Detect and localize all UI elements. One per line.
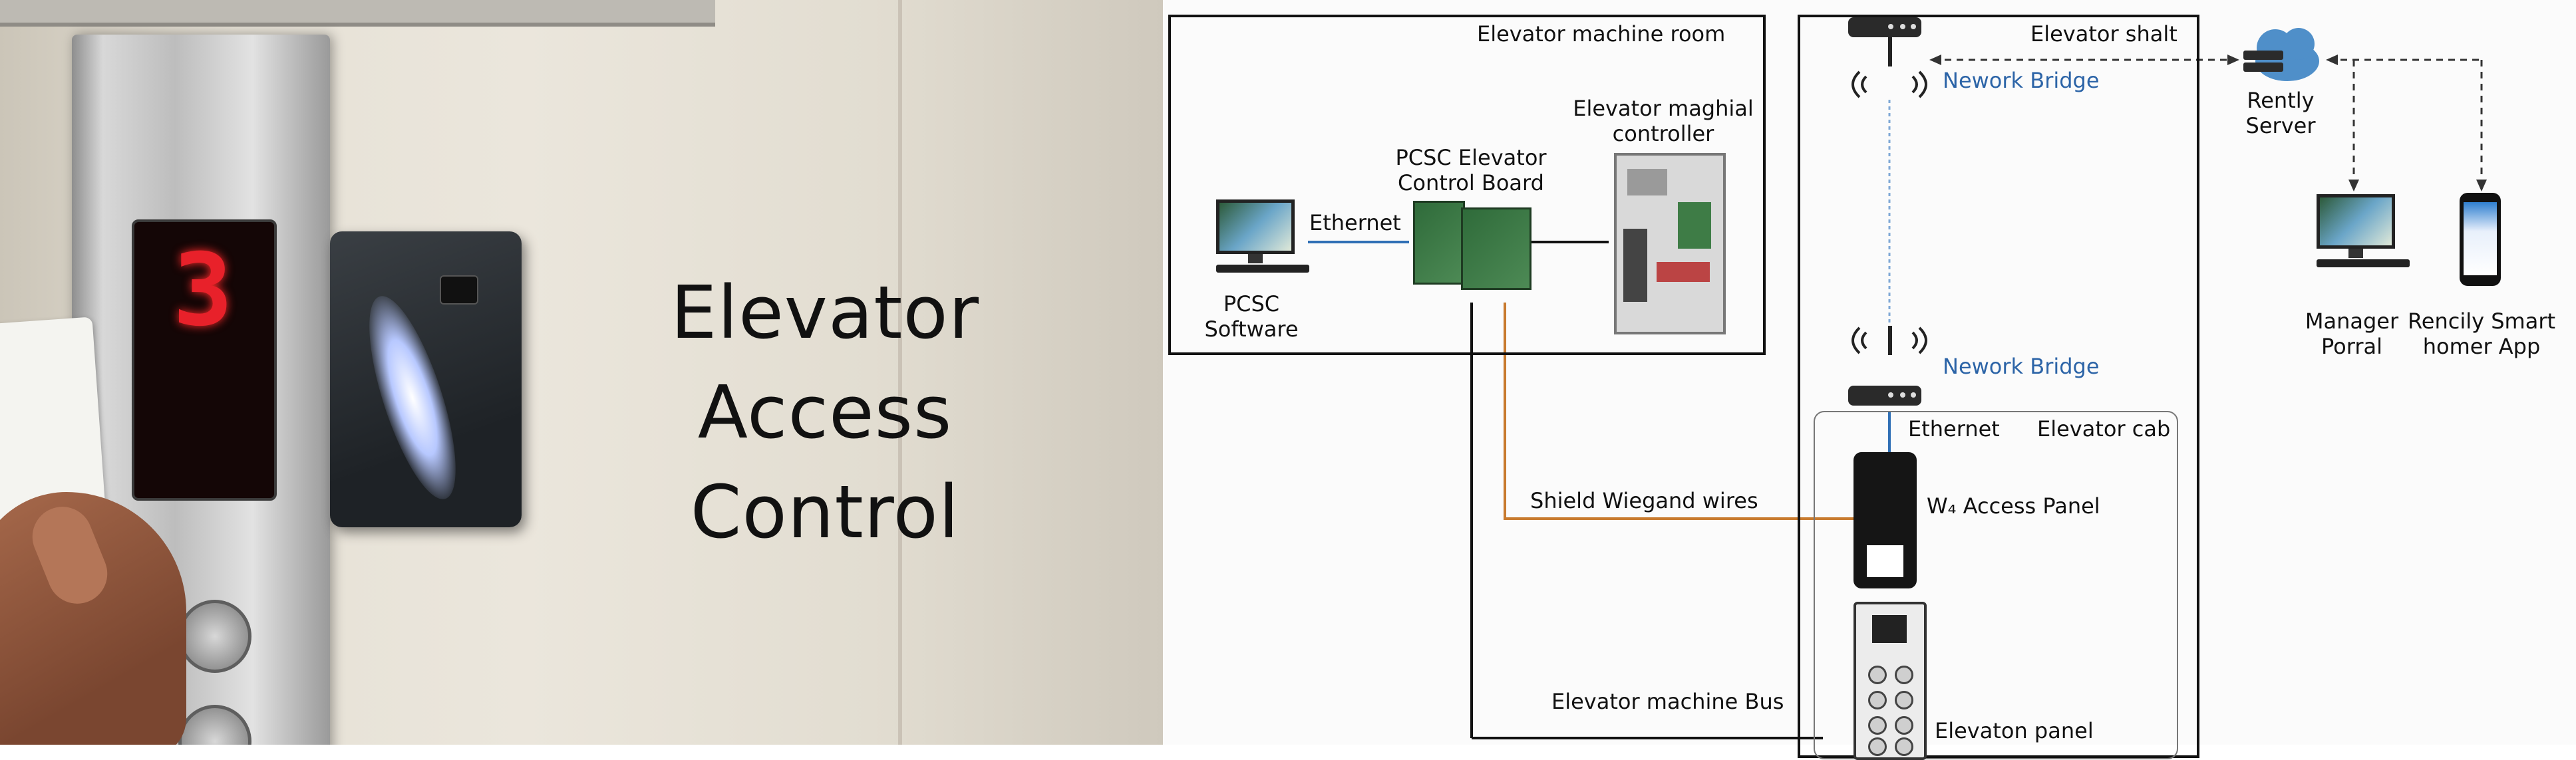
wall-corner [898, 0, 902, 745]
title-line-2: Access Control [690, 370, 960, 555]
arrow-left-bridge [1929, 55, 1941, 65]
machine-room-box [1168, 15, 1766, 355]
machine-room-label: Elevator machine room [1477, 21, 1726, 47]
ethernet-cab-label: Ethernet [1908, 416, 2000, 442]
elevator-panel-icon [1853, 602, 1927, 760]
wiegand-line [1504, 303, 1855, 520]
card-reader [330, 231, 522, 527]
arrow-down-app [2476, 180, 2487, 191]
wiegand-label: Shield Wiegand wires [1530, 488, 1758, 513]
arrow-right-server [2227, 55, 2239, 65]
manager-monitor-icon [2317, 194, 2410, 267]
circuit-board-icon-secondary [1461, 207, 1531, 290]
wall-shelf [0, 0, 715, 27]
elevator-photo: 3 Elevator Access Control [0, 0, 1163, 745]
arrow-left-server [2326, 55, 2338, 65]
network-bridge-icon-bottom [1848, 386, 1921, 406]
title-line-1: Elevator [671, 270, 979, 355]
network-bridge-top-label: Nework Bridge [1943, 68, 2100, 93]
network-bridge-icon [1848, 17, 1921, 37]
keypad-icon [1853, 452, 1917, 588]
computer-monitor-icon [1216, 199, 1309, 273]
wifi-waves-bottom [1852, 326, 1927, 354]
floor-display [132, 219, 277, 501]
floor-number: 3 [172, 233, 234, 348]
controller-cabinet-icon [1614, 153, 1726, 334]
cab-label: Elevator cab [2037, 416, 2171, 442]
bridge-antenna-bottom [1888, 326, 1892, 355]
access-panel-label: W₄ Access Panel [1927, 493, 2100, 519]
wifi-waves-top [1852, 70, 1927, 98]
shaft-label: Elevator shalt [2030, 21, 2177, 47]
smartphone-icon [2460, 193, 2501, 286]
bridge-antenna-top [1888, 37, 1892, 66]
machine-bus-label: Elevator machine Bus [1551, 689, 1784, 714]
arrow-down-portal [2348, 180, 2359, 191]
qr-code [1867, 545, 1903, 577]
photo-title: Elevator Access Control [565, 263, 1084, 562]
ethernet-top-label: Ethernet [1309, 210, 1401, 235]
network-bridge-bottom-label: Nework Bridge [1943, 354, 2100, 379]
circuit-board-icon [1413, 201, 1465, 285]
elevator-panel-label: Elevaton panel [1935, 718, 2094, 743]
reader-led [440, 275, 478, 305]
